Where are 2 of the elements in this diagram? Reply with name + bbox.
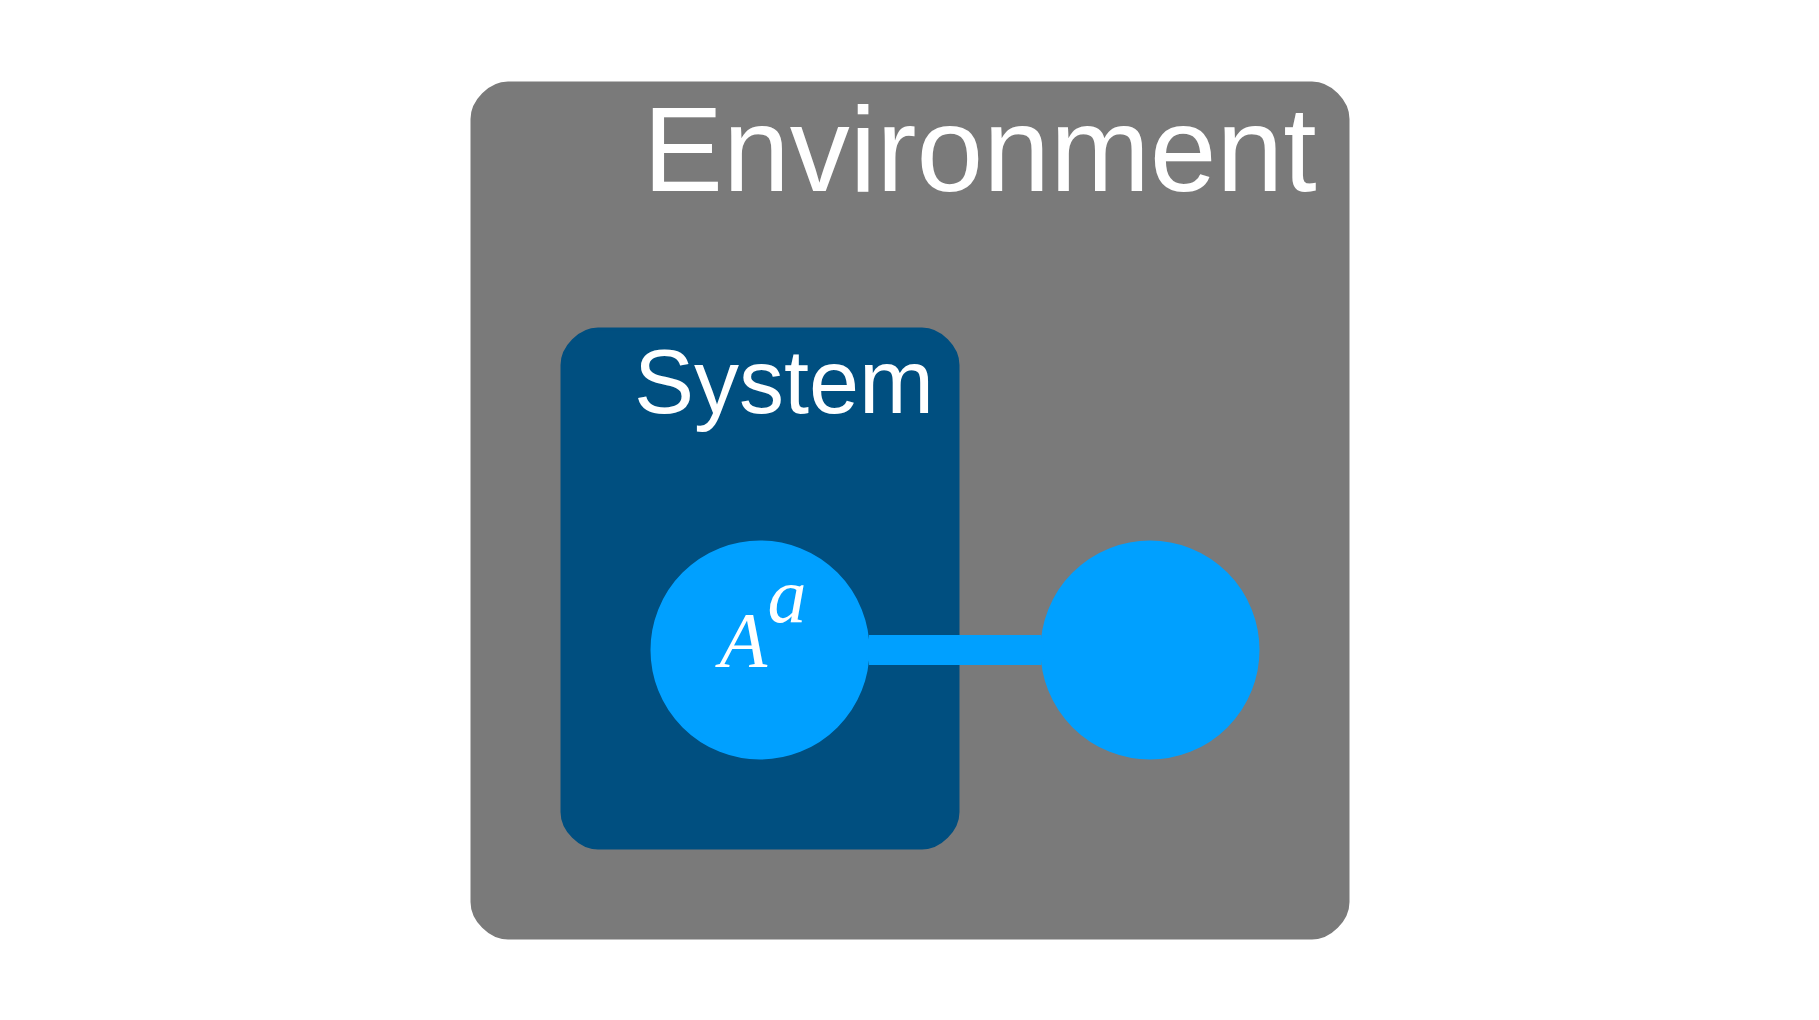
connector bbox=[868, 634, 1041, 665]
node-circle bbox=[1040, 540, 1259, 759]
